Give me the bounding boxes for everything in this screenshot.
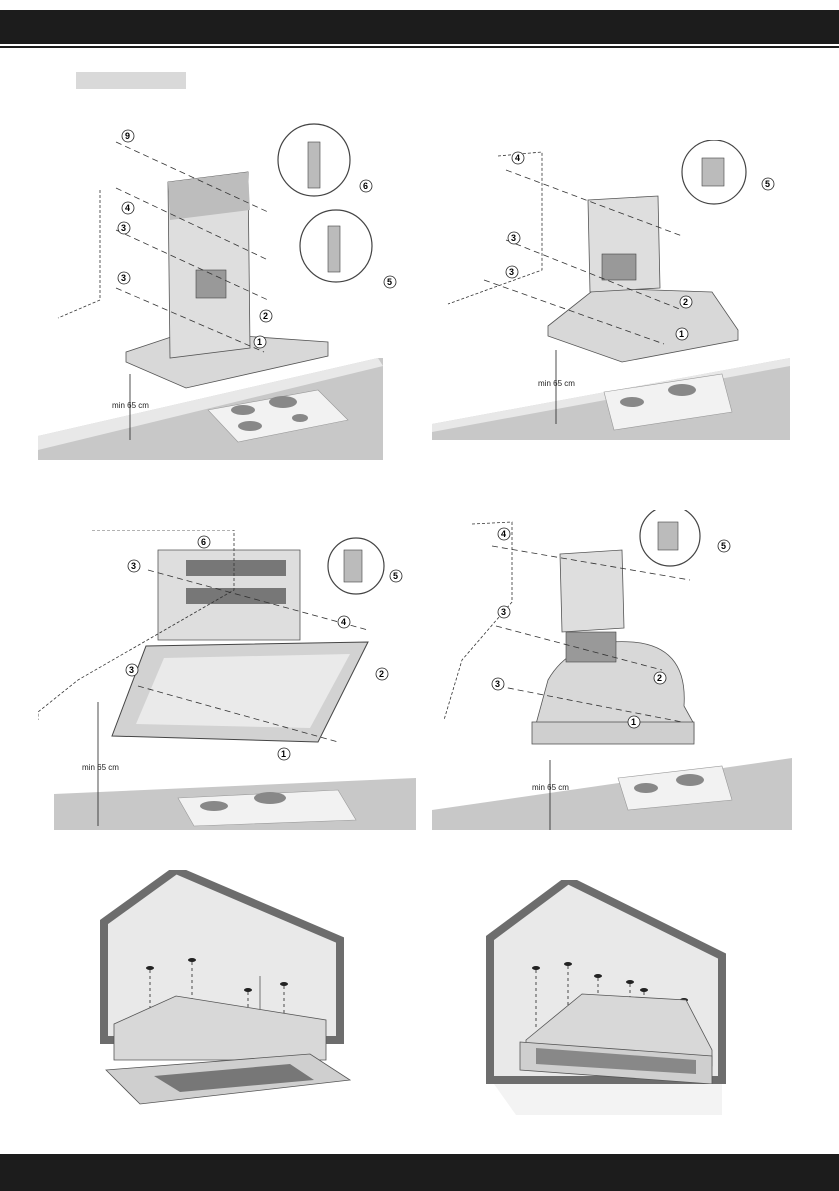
callout: 3	[501, 607, 506, 617]
section-label	[76, 72, 186, 89]
hob	[177, 789, 357, 827]
measure-label: min 65 cm	[532, 783, 569, 792]
callout: 3	[121, 223, 126, 233]
chimney	[167, 171, 251, 359]
callout: 1	[679, 329, 684, 339]
integrated-hood-right-diagram	[486, 880, 726, 1115]
callout: 5	[393, 571, 398, 581]
measure-label: min 65 cm	[112, 401, 149, 410]
hood-canopy	[547, 287, 739, 363]
hood-canopy	[535, 641, 695, 741]
angled-hood-diagram: min 65 cm 6 3 3 5 4 2 1	[38, 530, 416, 830]
hood-body	[113, 995, 327, 1061]
curved-hood-diagram: min 65 cm 4 3 3 5 2 1	[432, 510, 792, 830]
callout: 2	[657, 673, 662, 683]
callout: 4	[501, 529, 506, 539]
callout: 5	[721, 541, 726, 551]
callout: 4	[125, 203, 130, 213]
hob	[617, 765, 733, 811]
callout: 4	[515, 153, 520, 163]
callout: 2	[683, 297, 688, 307]
callout: 2	[263, 311, 268, 321]
callout: 6	[363, 181, 368, 191]
island-hood-diagram: min 65 cm 9 4 3 3 6 5 2 1	[38, 123, 397, 460]
callout: 3	[511, 233, 516, 243]
cabinet	[100, 870, 344, 1044]
countertop	[432, 758, 792, 830]
callout: 2	[379, 669, 384, 679]
callout: 3	[129, 665, 134, 675]
measure-label: min 65 cm	[538, 379, 575, 388]
callout: 1	[631, 717, 636, 727]
callout: 1	[281, 749, 286, 759]
callout: 5	[387, 277, 392, 287]
header-rule	[0, 46, 839, 48]
pyramid-hood-diagram: min 65 cm 4 3 3 5 2 1	[432, 140, 790, 440]
callout: 3	[509, 267, 514, 277]
callout: 3	[495, 679, 500, 689]
callout: 3	[121, 273, 126, 283]
integrated-hood-left-diagram	[100, 870, 352, 1105]
callout: 3	[131, 561, 136, 571]
callout: 9	[125, 131, 130, 141]
callout: 1	[257, 337, 262, 347]
callout: 4	[341, 617, 346, 627]
callout: 5	[765, 179, 770, 189]
chimney	[559, 549, 625, 633]
header-bar	[0, 10, 839, 44]
measure-label: min 65 cm	[82, 763, 119, 772]
callout: 6	[201, 537, 206, 547]
hob	[603, 373, 733, 431]
footer-bar	[0, 1154, 839, 1191]
